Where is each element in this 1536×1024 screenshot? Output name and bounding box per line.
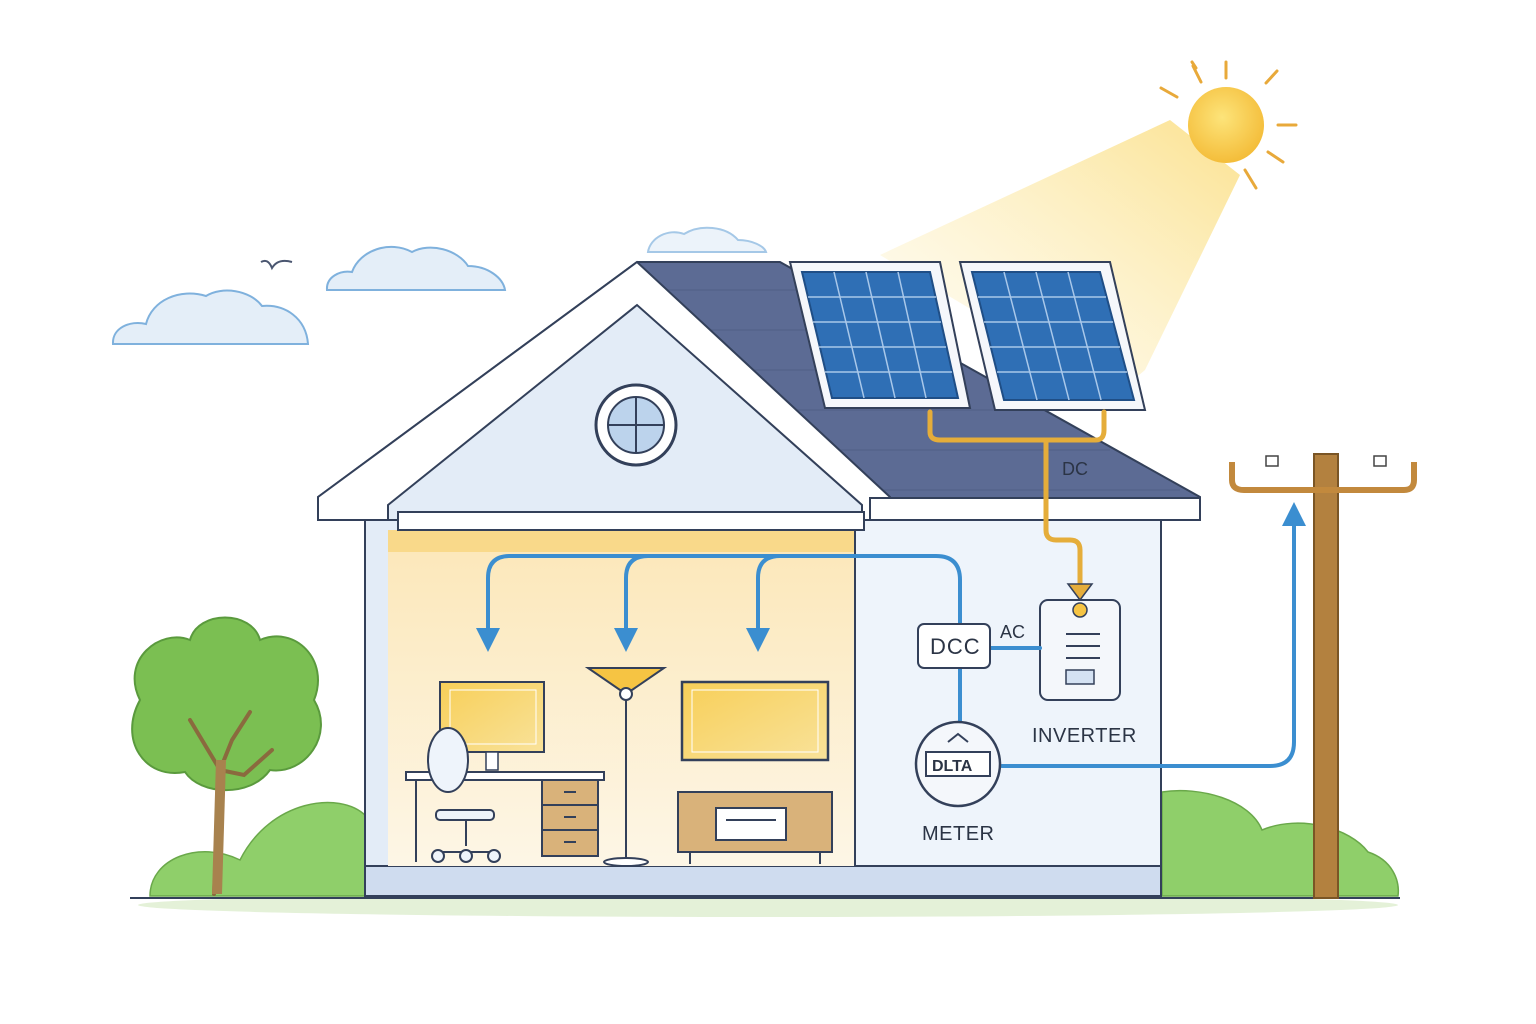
house-base [364,865,1162,897]
bush-right [1161,789,1400,897]
ac-wires [476,502,1306,768]
meter-icon: DLTA [914,720,1002,808]
desk-icon [405,771,605,862]
bush-left [149,801,367,897]
ac-label: AC [1000,622,1025,642]
meter-label: METER [922,823,995,845]
lamp-icon [584,667,668,867]
tree-icon [131,616,322,896]
sunbeam [880,120,1240,395]
utility-pole-icon [1229,453,1417,899]
cloud-icon [111,226,768,345]
chair-icon [427,727,501,863]
solar-panel-icon [788,261,1147,411]
dcc-box: DCC [917,623,991,669]
cabinet-icon [541,779,599,857]
sun-icon [1159,60,1298,190]
dc-wire-label: DC [1062,459,1088,479]
round-window [594,383,678,467]
dcc-box-label: DCC [930,634,981,659]
tv-icon [680,680,830,762]
inverter-label: INVERTER [1032,725,1137,747]
dc-arrowhead [1066,583,1094,602]
tv-stand [677,791,833,864]
meter-display: DLTA [932,758,973,775]
inverter-icon [1039,599,1121,701]
dc-wire [927,409,1107,588]
bird-icon [260,259,293,271]
